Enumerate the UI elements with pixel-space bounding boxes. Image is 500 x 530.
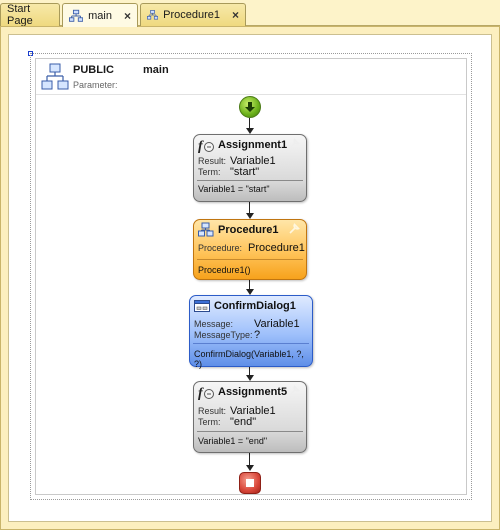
tab-main[interactable]: main × — [62, 3, 138, 27]
procedure-header: PUBLIC main Parameter: — [36, 59, 466, 95]
connector — [249, 453, 250, 466]
connector — [249, 367, 250, 377]
node-title-text: Procedure1 — [218, 224, 279, 236]
function-icon: f — [198, 386, 214, 400]
term-label: Term: — [198, 416, 221, 427]
tab-start-page[interactable]: Start Page — [0, 3, 60, 27]
node-expression: Procedure1() — [198, 265, 251, 275]
node-title-text: Assignment1 — [218, 139, 288, 151]
function-icon: f — [198, 139, 214, 153]
message-label: Message: — [194, 318, 234, 329]
arrow-head — [246, 289, 254, 295]
result-label: Result: — [198, 155, 227, 166]
node-title-text: Assignment5 — [218, 386, 288, 398]
node-title: ConfirmDialog1 — [190, 296, 312, 316]
procedure-label: Procedure: — [198, 243, 243, 253]
procedure-call-icon — [198, 222, 214, 237]
procedure-visibility: PUBLIC — [73, 64, 114, 76]
wrench-icon[interactable] — [288, 223, 300, 235]
term-label: Term: — [198, 166, 221, 177]
flowchart-icon — [147, 10, 159, 20]
start-arrow-icon — [245, 102, 255, 112]
assignment1-node[interactable]: f Assignment1 Result:Variable1 Term: "sta… — [193, 134, 307, 202]
node-divider — [197, 431, 303, 432]
dialog-window-icon — [194, 300, 210, 312]
node-expression: Variable1 = "start" — [198, 184, 270, 194]
arrow-head — [246, 465, 254, 471]
flowchart-icon — [69, 9, 84, 22]
message-type-label: MessageType: — [194, 329, 253, 340]
node-title: Procedure1 — [194, 220, 306, 240]
end-node[interactable] — [239, 472, 261, 494]
stop-icon — [246, 479, 254, 487]
node-title-text: ConfirmDialog1 — [214, 300, 296, 312]
wrench-icon[interactable] — [288, 385, 300, 397]
node-expression: Variable1 = "end" — [198, 436, 268, 446]
message-value: Variable1 — [254, 317, 300, 330]
result-label: Result: — [198, 405, 227, 416]
result-value: Variable1 — [230, 404, 276, 417]
parameter-label: Parameter: — [73, 80, 118, 90]
node-title: f Assignment5 — [194, 382, 306, 402]
connector — [249, 202, 250, 215]
connector — [249, 280, 250, 291]
procedure-name: main — [143, 64, 169, 76]
procedure1-node[interactable]: Procedure1 Procedure: Procedure1 Procedur… — [193, 219, 307, 280]
message-type-value: ? — [254, 328, 261, 341]
close-icon[interactable]: × — [231, 8, 239, 22]
tab-label: Procedure1 — [163, 9, 220, 21]
arrow-head — [246, 128, 254, 134]
node-divider — [193, 343, 309, 344]
procedure-value: Procedure1 — [248, 242, 305, 254]
node-divider — [197, 180, 303, 181]
confirmdialog1-node[interactable]: ConfirmDialog1 Message: Variable1 Message… — [189, 295, 313, 369]
tab-strip: Start Page main × Procedure1 × — [0, 0, 500, 27]
term-value: "end" — [230, 415, 257, 428]
assignment5-node[interactable]: f Assignment5 Result:Variable1 Term: "end… — [193, 381, 307, 453]
wrench-icon[interactable] — [288, 138, 300, 150]
result-value: Variable1 — [230, 154, 276, 167]
selection-frame — [30, 53, 472, 500]
svg-text:f: f — [198, 139, 204, 153]
node-divider — [197, 259, 303, 260]
arrow-head — [246, 213, 254, 219]
node-title: f Assignment1 — [194, 135, 306, 155]
start-node[interactable] — [239, 96, 261, 118]
tab-label: Start Page — [7, 3, 33, 27]
connector — [249, 118, 250, 130]
arrow-head — [246, 375, 254, 381]
term-value: "start" — [230, 165, 260, 178]
node-expression: ConfirmDialog(Variable1, ?, ?) — [194, 349, 304, 369]
tab-label: main — [88, 9, 112, 22]
svg-text:f: f — [198, 386, 204, 400]
tab-procedure1[interactable]: Procedure1 × — [140, 3, 246, 26]
close-icon[interactable]: × — [123, 8, 131, 23]
network-diagram-icon — [41, 63, 69, 90]
